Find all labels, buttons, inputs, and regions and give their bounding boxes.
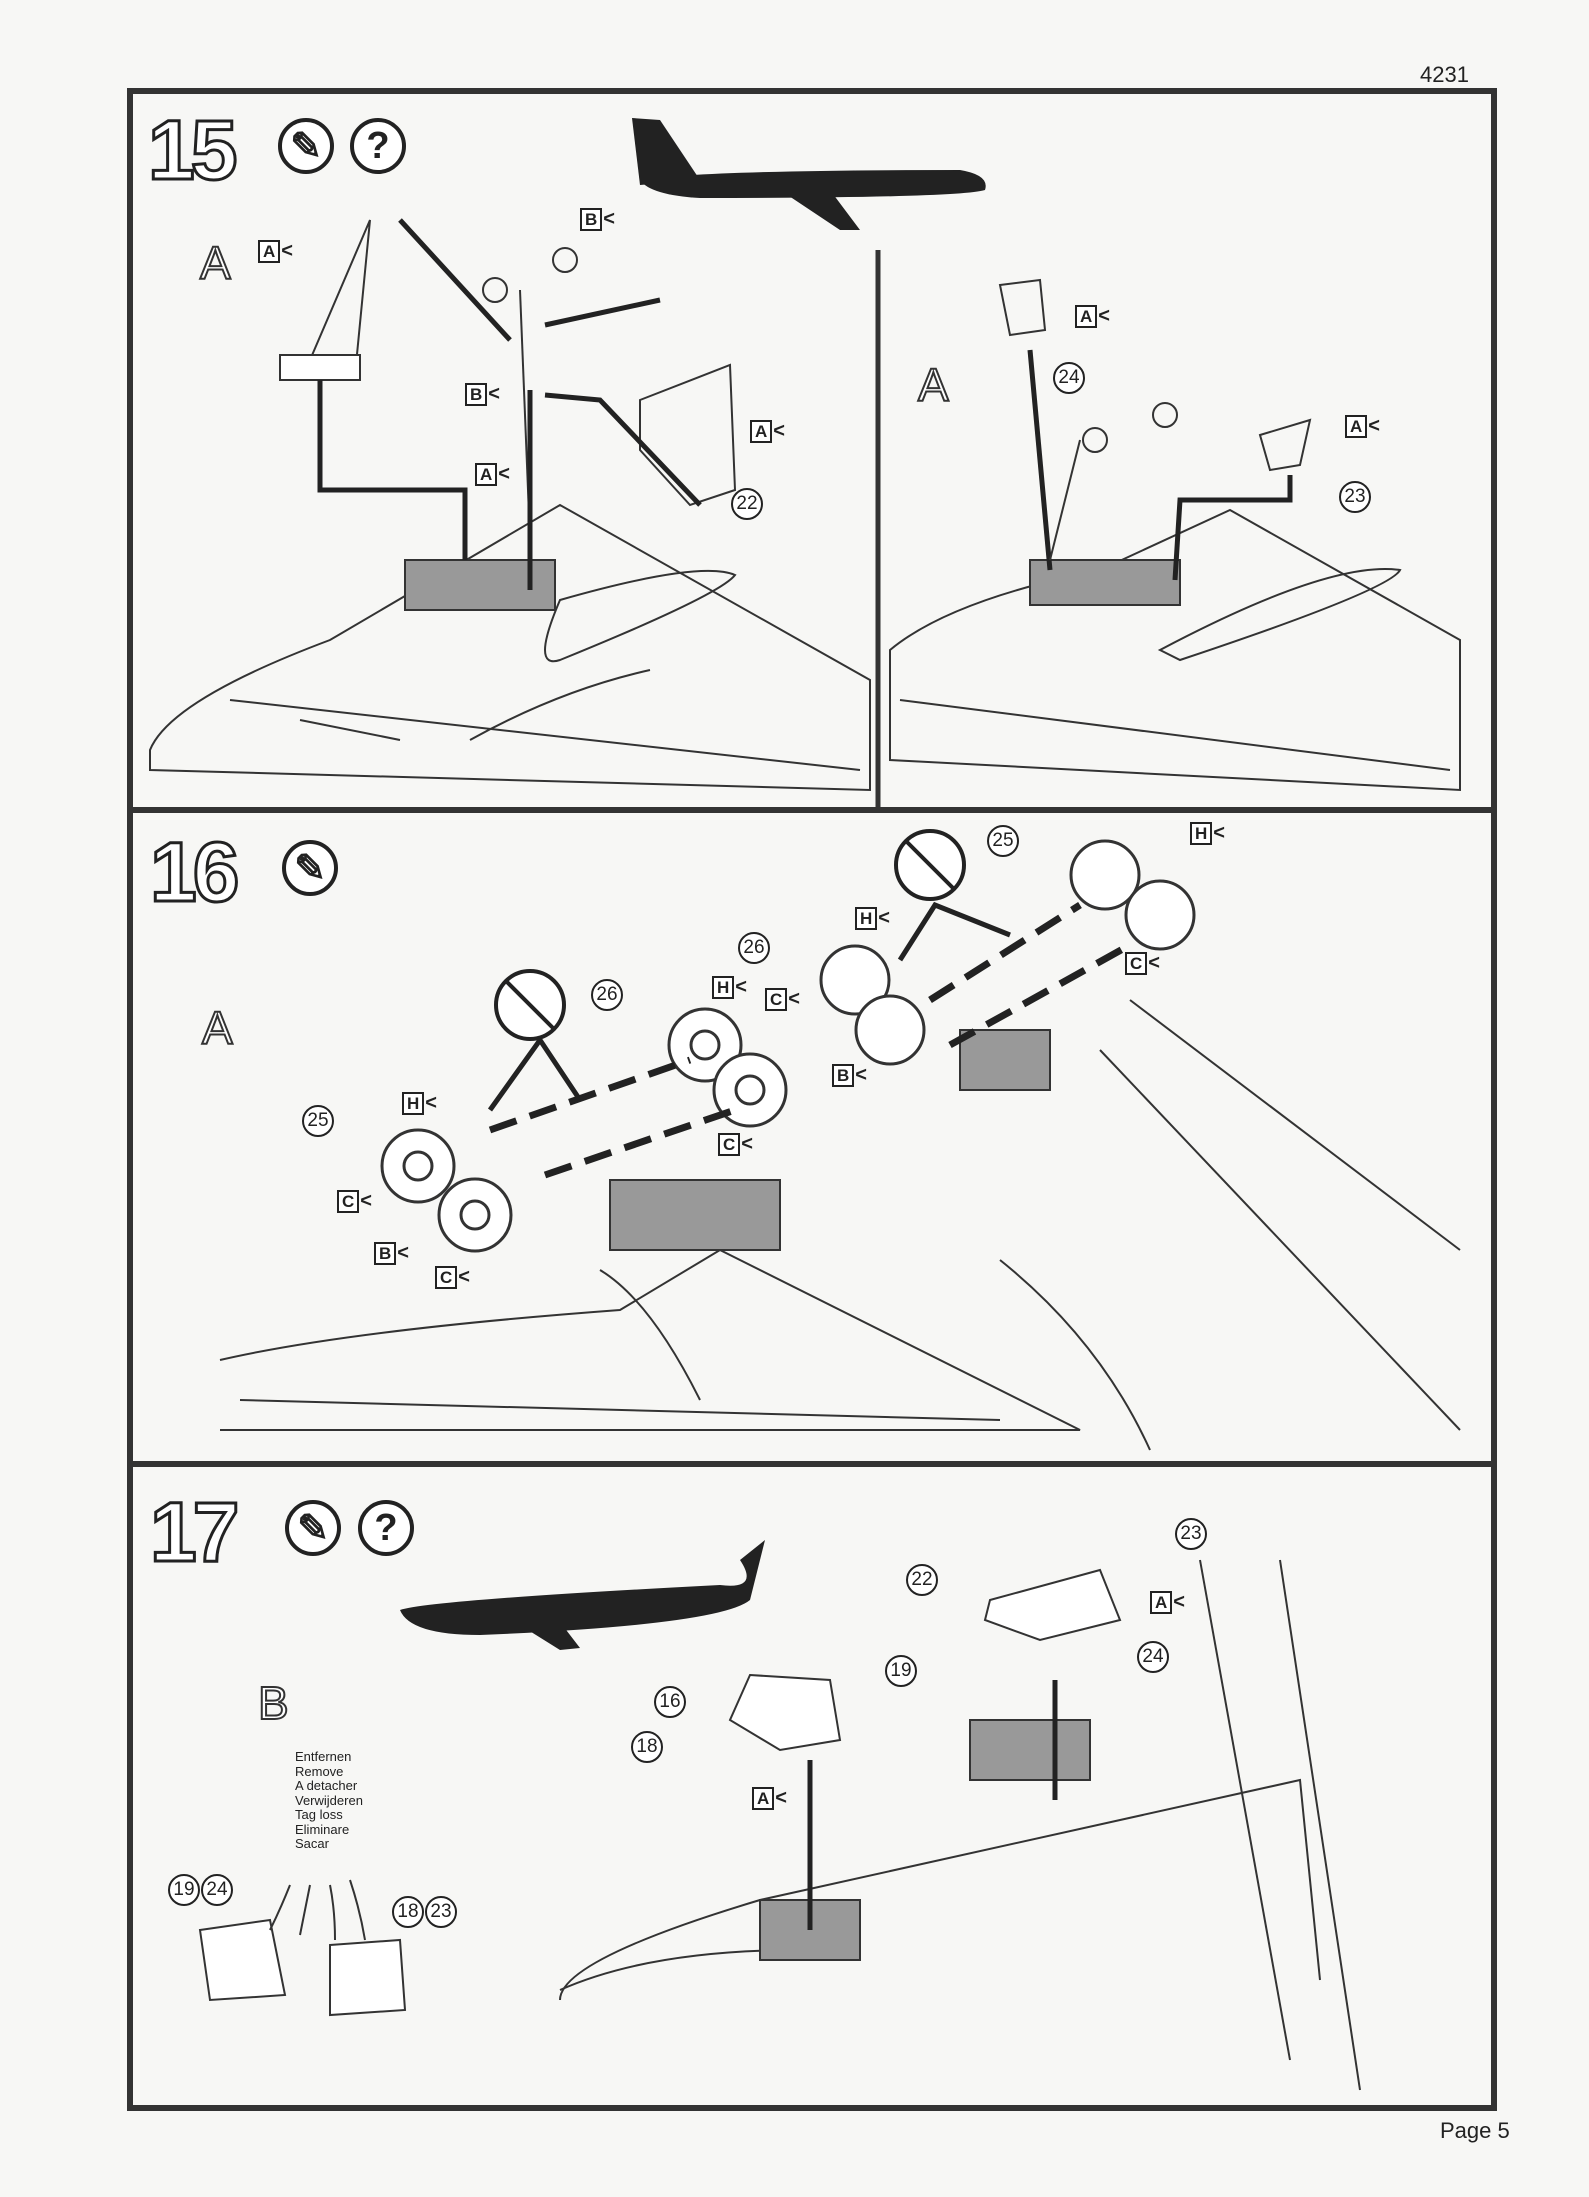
wing-drawing-16: [219, 839, 1461, 1451]
kit-number: 4231: [1420, 62, 1469, 87]
panel-letter: B: [257, 1677, 290, 1729]
sprue-tag: A<: [752, 1787, 787, 1810]
sprue-tag: A<: [258, 240, 293, 263]
panel-letter: A: [201, 1002, 234, 1054]
sprue-tag: H<: [712, 976, 747, 999]
part-number: 19: [885, 1655, 917, 1687]
glue-icon: ✎: [282, 840, 338, 896]
sprue-tag: H<: [855, 907, 890, 930]
part-number: 19: [168, 1874, 200, 1906]
remove-label-da: Tag loss: [295, 1807, 343, 1822]
glue-icon: ✎: [278, 118, 334, 174]
sprue-tag: B<: [465, 383, 500, 406]
step-number-16: 16: [148, 825, 240, 919]
page-frame: [127, 88, 1497, 2111]
sprue-tag: C<: [435, 1266, 470, 1289]
step-number-17: 17: [148, 1485, 240, 1579]
sprue-tag: A<: [750, 420, 785, 443]
part-number: 22: [906, 1564, 938, 1596]
part-number: 22: [731, 488, 763, 520]
part-number: 16: [654, 1686, 686, 1718]
part-number: 26: [591, 979, 623, 1011]
part-number: 24: [1053, 362, 1085, 394]
sprue-tag: A<: [1150, 1591, 1185, 1614]
wing-drawing-15b: [889, 278, 1461, 792]
panel-letter: A: [199, 237, 232, 289]
part-number: 18: [631, 1731, 663, 1763]
step-number-15: 15: [146, 103, 238, 197]
remove-label-es: Sacar: [295, 1836, 329, 1851]
question-icon: ?: [350, 118, 406, 174]
wing-drawing-15a: [149, 218, 871, 792]
part-number: 23: [425, 1896, 457, 1928]
sprue-tag: C<: [337, 1190, 372, 1213]
airplane-silhouette-icon: [400, 1540, 765, 1650]
part-number: 23: [1339, 481, 1371, 513]
part-number: 26: [738, 932, 770, 964]
remove-label-de: Entfernen: [295, 1749, 352, 1764]
remove-label-en: Remove: [295, 1763, 344, 1779]
part-number: 24: [201, 1874, 233, 1906]
page-number: Page 5: [1440, 2118, 1510, 2143]
glue-icon: ✎: [285, 1500, 341, 1556]
sprue-tag: C<: [765, 988, 800, 1011]
sprue-tag: B<: [580, 208, 615, 231]
remove-label-nl: Verwijderen: [295, 1792, 363, 1808]
sprue-tag: C<: [1125, 952, 1160, 975]
sprue-tag: A<: [1345, 415, 1380, 438]
sprue-tag: B<: [832, 1064, 867, 1087]
part-number: 23: [1175, 1518, 1207, 1550]
sprue-tag: A<: [475, 463, 510, 486]
remove-label-it: Eliminare: [295, 1821, 350, 1837]
remove-instructions: Entfernen Remove A detacher Verwijderen …: [295, 1749, 363, 1852]
remove-label-fr: A detacher: [295, 1778, 358, 1793]
wing-drawing-17: [198, 1559, 1361, 2091]
part-number: 25: [987, 825, 1019, 857]
part-number: 24: [1137, 1641, 1169, 1673]
part-number: 25: [302, 1105, 334, 1137]
no-glue-icon: [494, 829, 966, 1041]
question-icon: ?: [358, 1500, 414, 1556]
part-number: 18: [392, 1896, 424, 1928]
sprue-tag: C<: [718, 1133, 753, 1156]
airplane-silhouette-icon: [632, 118, 986, 230]
sprue-tag: A<: [1075, 305, 1110, 328]
sprue-tag: H<: [402, 1092, 437, 1115]
sprue-tag: H<: [1190, 822, 1225, 845]
panel-letter: A: [917, 359, 950, 411]
sprue-tag: B<: [374, 1242, 409, 1265]
